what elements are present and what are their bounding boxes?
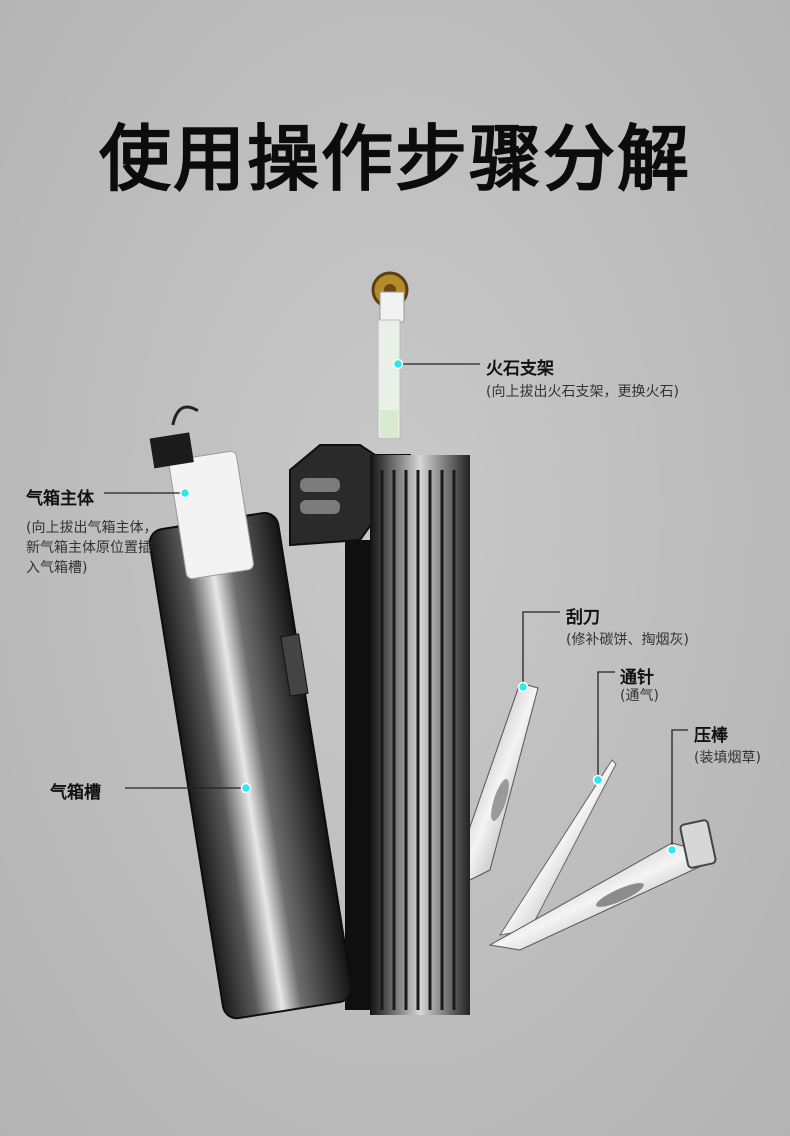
- callout-pick-label: 通针: [620, 668, 654, 688]
- lighter-main-body: [289, 444, 470, 1015]
- scraper-blade: [461, 682, 539, 881]
- callout-tamper-desc: (装填烟草): [694, 750, 761, 766]
- callout-gas-tank-slot-label: 气箱槽: [50, 783, 101, 803]
- marker-flint-holder: [392, 358, 404, 370]
- marker-gas-tank-slot: [240, 782, 252, 794]
- marker-tamper: [666, 844, 678, 856]
- callout-gas-tank-body-label: 气箱主体: [26, 489, 94, 509]
- gas-tank-body-part: [149, 405, 254, 580]
- flint-holder-part: [371, 271, 409, 439]
- callout-gas-tank-body-desc: (向上拔出气箱主体， 新气箱主体原位置插 入气箱槽): [26, 520, 158, 576]
- callout-scraper-desc: (修补碳饼、掏烟灰): [566, 632, 689, 648]
- callout-flint-holder-label: 火石支架: [486, 359, 554, 379]
- page-title: 使用操作步骤分解: [98, 117, 691, 201]
- marker-gas-tank-body: [179, 487, 191, 499]
- tamper-tool: [488, 819, 717, 951]
- callout-pick-desc: (通气): [620, 688, 659, 704]
- callout-tamper-label: 压棒: [694, 726, 728, 746]
- callout-scraper-label: 刮刀: [566, 608, 600, 628]
- callout-flint-holder-desc: (向上拔出火石支架，更换火石): [486, 384, 679, 400]
- gas-tank-slot-part: [148, 511, 353, 1020]
- marker-scraper: [517, 681, 529, 693]
- marker-pick: [592, 774, 604, 786]
